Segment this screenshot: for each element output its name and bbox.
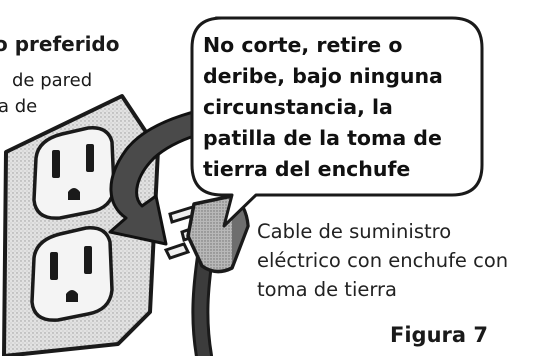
cable-caption-line-1: Cable de suministro — [257, 220, 452, 243]
cable-caption-line-3: toma de tierra — [257, 278, 397, 301]
top-left-line-1: de pared — [12, 70, 93, 91]
warning-text: No corte, retire o deribe, bajo ninguna … — [203, 30, 443, 185]
upper-receptacle-icon — [32, 126, 116, 220]
warning-line-3: circunstancia, la — [203, 95, 393, 119]
figure-label: Figura 7 — [390, 323, 488, 347]
cable-caption: Cable de suministro eléctrico con enchuf… — [257, 217, 508, 304]
cable-caption-line-2: eléctrico con enchufe con — [257, 249, 509, 272]
warning-line-4: patilla de la toma de — [203, 126, 442, 150]
grounded-plug-icon — [163, 194, 250, 356]
warning-line-5: tierra del enchufe — [203, 157, 411, 181]
top-left-line-2: a de — [0, 96, 38, 117]
curved-arrow-icon — [108, 100, 254, 246]
lower-receptacle-icon — [30, 226, 114, 322]
warning-line-2: deribe, bajo ninguna — [203, 64, 443, 88]
top-left-heading: o preferido — [0, 32, 120, 56]
warning-line-1: No corte, retire o — [203, 33, 403, 57]
callout-bubble-icon — [190, 16, 484, 228]
